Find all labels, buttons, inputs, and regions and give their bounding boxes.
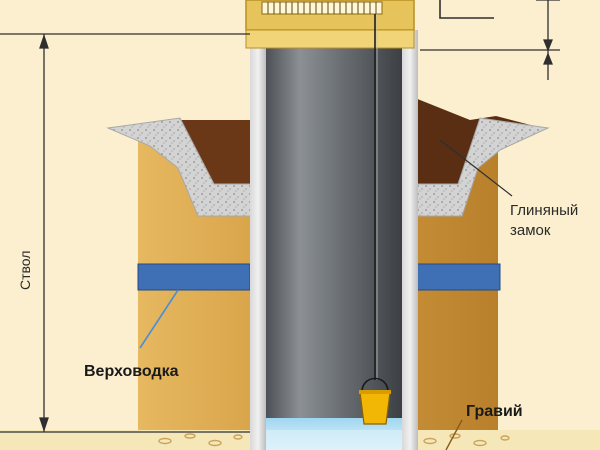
perched-water-leader [139, 289, 179, 349]
gravel-pebbles [158, 433, 510, 447]
clay-lock-left-inner [180, 120, 262, 188]
perched-water-label: Верховодка [84, 363, 179, 380]
well-shaft [266, 30, 402, 430]
gravel-label: Гравий [466, 403, 523, 420]
concrete-right [409, 117, 550, 217]
clay-lock-leader [439, 139, 513, 197]
shaft-dimension [0, 33, 250, 433]
well-wall-left [250, 30, 266, 450]
shaft-label: Ствол [17, 251, 33, 290]
top-bracket-icon [439, 0, 494, 19]
well-wall-right [402, 30, 418, 450]
winch-icon [245, 0, 415, 49]
clay-lock-label-line2: замок [510, 222, 551, 239]
perched-water-left [137, 263, 251, 291]
perched-water-right [413, 263, 501, 291]
height-dimension [420, 0, 560, 80]
well-water-light [266, 430, 402, 450]
clay-lock-label-line1: Глиняный [510, 202, 578, 219]
gravel-leader [445, 419, 463, 450]
bucket-icon [359, 377, 391, 425]
